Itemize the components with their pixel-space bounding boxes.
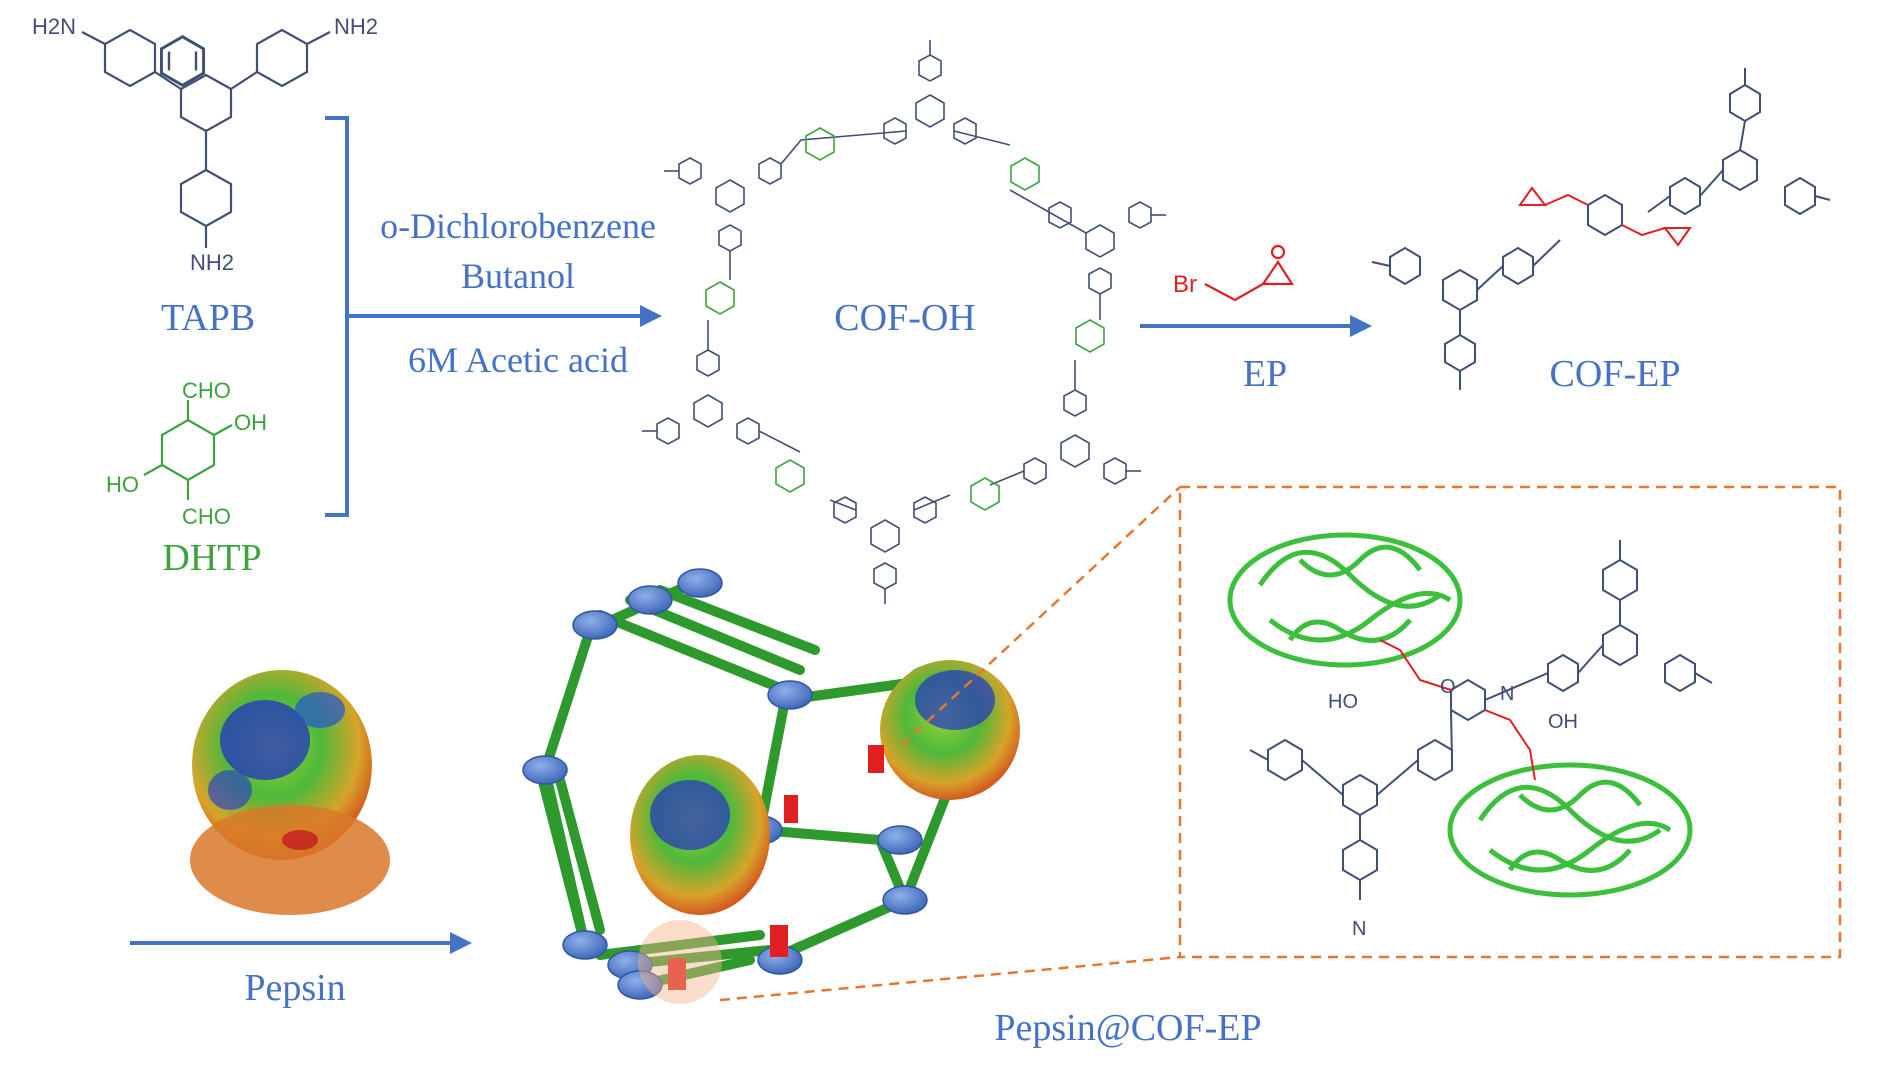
zoom-leader-bottom <box>719 955 1181 1002</box>
tapb-structure <box>81 28 331 248</box>
dhtp-oh-right: OH <box>234 410 267 435</box>
br-label: Br <box>1173 271 1197 298</box>
cof-ep-structure <box>1371 68 1831 390</box>
inset-n-label-1: N <box>1500 683 1514 705</box>
dhtp-ho-left: HO <box>106 472 139 497</box>
step2-reagent-label: EP <box>1243 353 1287 395</box>
zoom-inset-frame <box>1178 485 1842 959</box>
step3-reagent-label: Pepsin <box>244 967 345 1009</box>
dhtp-structure <box>143 400 233 500</box>
inset-n-label-2: N <box>1352 918 1366 940</box>
inset-linker-structure <box>1249 540 1713 900</box>
inset-protein-top <box>1227 532 1463 668</box>
dhtp-cho-top: CHO <box>182 378 231 403</box>
dhtp-label: DHTP <box>162 537 261 579</box>
reaction-arrow-2-head <box>1350 315 1372 337</box>
inset-oh-label: OH <box>1548 711 1578 733</box>
step1-catalyst: 6M Acetic acid <box>408 340 628 380</box>
reagent-bracket <box>325 116 349 517</box>
reaction-arrow-3-head <box>450 932 472 954</box>
step1-solvent1: o-Dichlorobenzene <box>380 206 656 246</box>
epoxide-reagent <box>1204 244 1295 302</box>
step1-solvent2: Butanol <box>461 256 575 296</box>
dhtp-cho-bottom: CHO <box>182 504 231 529</box>
tapb-amine-left: H2N <box>32 14 76 39</box>
pepsin-protein <box>190 670 390 915</box>
cof-oh-framework <box>642 40 1166 604</box>
inset-protein-bottom <box>1447 762 1693 898</box>
tapb-amine-bottom: NH2 <box>190 250 234 275</box>
inset-o-label-1: O <box>1440 676 1456 698</box>
inset-ho-label: HO <box>1328 691 1358 713</box>
product-label: Pepsin@COF-EP <box>994 1007 1261 1049</box>
zoom-leader-top <box>901 486 1181 746</box>
cof-ep-label: COF-EP <box>1550 353 1681 395</box>
tapb-amine-right: NH2 <box>334 14 378 39</box>
cof-cage <box>522 568 1020 1004</box>
tapb-label: TAPB <box>161 297 255 339</box>
reaction-arrow-1-head <box>640 305 662 327</box>
cof-oh-label: COF-OH <box>834 297 975 339</box>
